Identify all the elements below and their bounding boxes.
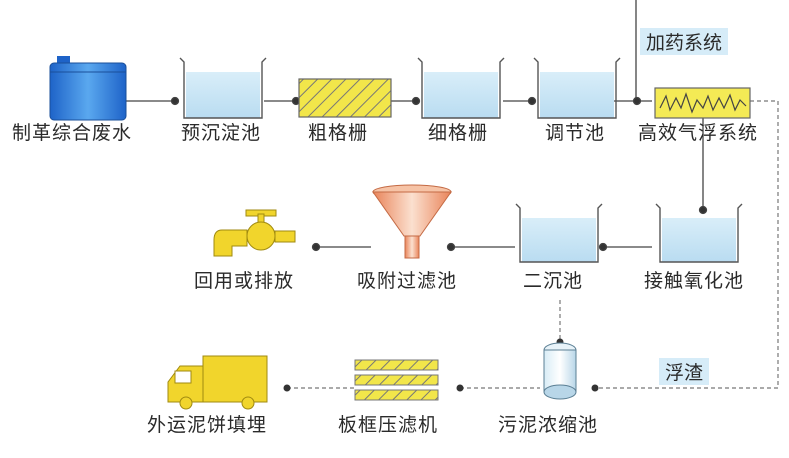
connector-dot <box>598 242 608 252</box>
connector-scum-return <box>595 100 779 389</box>
label-adsorption-filter: 吸附过滤池 <box>357 270 458 292</box>
pre-settling-tank-icon <box>179 57 267 119</box>
coarse-screen-icon <box>298 78 392 118</box>
sludge-thickener-silo-icon <box>543 342 577 400</box>
connector-dot <box>170 96 180 106</box>
connector-dot <box>591 384 599 392</box>
tag-dosing-system: 加药系统 <box>640 28 729 55</box>
faucet-icon <box>213 209 296 257</box>
label-air-flotation: 高效气浮系统 <box>638 122 759 144</box>
connector-dot <box>311 242 321 252</box>
secondary-clarifier-tank-icon <box>515 203 603 263</box>
label-sludge-thickener: 污泥浓缩池 <box>498 414 599 436</box>
connector-dot <box>456 384 464 392</box>
label-secondary-clarifier: 二沉池 <box>523 270 584 292</box>
connector-dot <box>283 384 291 392</box>
label-contact-oxidation: 接触氧化池 <box>644 270 745 292</box>
label-fine-screen: 细格栅 <box>428 122 489 144</box>
connector-dot <box>411 96 421 106</box>
filter-press-icon <box>354 359 439 401</box>
air-flotation-unit-icon <box>654 87 751 119</box>
label-cake-disposal: 外运泥饼填埋 <box>147 414 268 436</box>
tag-scum: 浮渣 <box>659 358 710 385</box>
label-pre-settling: 预沉淀池 <box>181 122 262 144</box>
connector-dot <box>698 205 708 215</box>
sludge-connectors <box>287 100 779 389</box>
label-raw-wastewater: 制革综合废水 <box>12 122 133 144</box>
connector-dot <box>446 242 456 252</box>
label-coarse-screen: 粗格栅 <box>308 122 369 144</box>
fine-screen-tank-icon <box>417 57 505 119</box>
truck-icon <box>167 355 268 410</box>
label-equalization: 调节池 <box>545 122 606 144</box>
label-reuse-or-discharge: 回用或排放 <box>194 270 295 292</box>
contact-oxidation-tank-icon <box>655 203 743 263</box>
connector-dot <box>632 96 642 106</box>
flow-connectors <box>126 0 708 252</box>
adsorption-filter-funnel-icon <box>372 184 452 259</box>
raw-wastewater-drum-icon <box>49 56 127 121</box>
connector-dot <box>527 96 537 106</box>
label-filter-press: 板框压滤机 <box>338 414 439 436</box>
equalization-tank-icon <box>533 57 621 119</box>
